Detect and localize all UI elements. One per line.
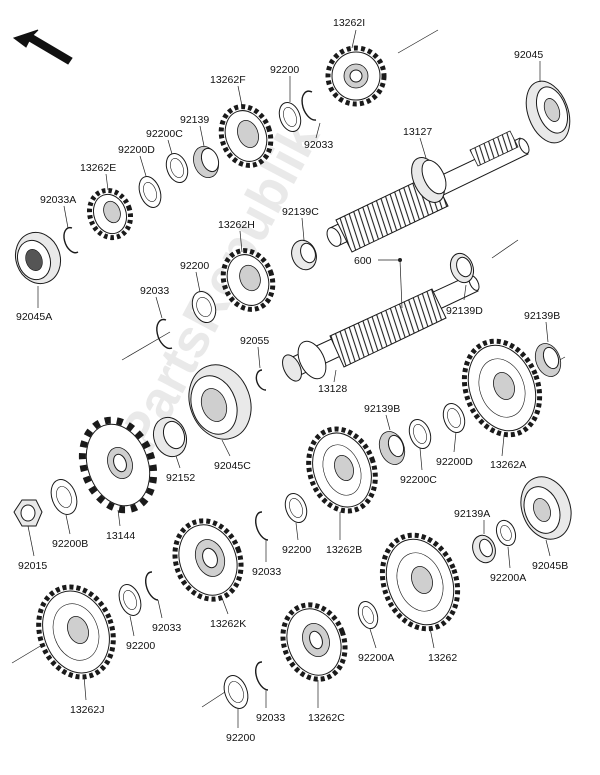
label-92045: 92045 bbox=[514, 49, 543, 61]
bushing-92139A bbox=[472, 534, 496, 564]
bearing-92045A bbox=[14, 231, 62, 285]
label-13262H: 13262H bbox=[218, 219, 255, 231]
bushing-92139C bbox=[291, 239, 317, 271]
gear-13262E bbox=[86, 187, 134, 241]
bearing-92045B bbox=[520, 476, 572, 540]
label-92200D-mid: 92200D bbox=[436, 456, 473, 468]
gear-13262 bbox=[379, 532, 461, 632]
label-92033-top: 92033 bbox=[304, 139, 333, 151]
label-92139D: 92139D bbox=[446, 305, 483, 317]
label-92045C: 92045C bbox=[214, 460, 251, 472]
gear-13262I bbox=[325, 45, 387, 107]
front-direction-arrow-icon bbox=[12, 29, 73, 65]
label-13262F: 13262F bbox=[210, 74, 246, 86]
label-92139C: 92139C bbox=[282, 206, 319, 218]
gear-13262F bbox=[218, 104, 274, 168]
label-92033-bottom: 92033 bbox=[256, 712, 285, 724]
leader-lines bbox=[27, 29, 551, 728]
label-92055: 92055 bbox=[240, 335, 269, 347]
label-92045B: 92045B bbox=[532, 560, 568, 572]
label-13262C: 13262C bbox=[308, 712, 345, 724]
label-92139B-mid: 92139B bbox=[364, 403, 400, 415]
label-13128: 13128 bbox=[318, 383, 347, 395]
label-92200B: 92200B bbox=[52, 538, 88, 550]
output-shaft-13127 bbox=[326, 130, 530, 253]
label-92015: 92015 bbox=[18, 560, 47, 572]
leader-dot-600 bbox=[398, 258, 402, 262]
label-92200-mid: 92200 bbox=[180, 260, 209, 272]
label-13262E: 13262E bbox=[80, 162, 116, 174]
label-13262I: 13262I bbox=[333, 17, 365, 29]
gear-13262A bbox=[461, 338, 543, 438]
gear-13262B bbox=[306, 426, 378, 514]
label-92200A-right: 92200A bbox=[490, 572, 526, 584]
gear-13262K bbox=[172, 518, 244, 602]
needle-bearing-92139B-right bbox=[534, 343, 562, 377]
label-92045A: 92045A bbox=[16, 311, 52, 323]
label-92200-bottom: 92200 bbox=[226, 732, 255, 744]
label-92033-low: 92033 bbox=[152, 622, 181, 634]
gear-13262J bbox=[36, 584, 116, 680]
sprocket-13144 bbox=[78, 416, 158, 514]
label-92200C-top: 92200C bbox=[146, 128, 183, 140]
label-13262B: 13262B bbox=[326, 544, 362, 556]
label-92033-lowmid: 92033 bbox=[252, 566, 281, 578]
label-92200-top: 92200 bbox=[270, 64, 299, 76]
label-92200D-top: 92200D bbox=[118, 144, 155, 156]
collar-92152 bbox=[152, 416, 188, 458]
bushing-92139D bbox=[449, 252, 475, 284]
needle-bearing-92139B-mid bbox=[378, 431, 406, 465]
label-13262K: 13262K bbox=[210, 618, 246, 630]
label-92200-lowmid: 92200 bbox=[282, 544, 311, 556]
gear-13262H bbox=[220, 248, 276, 312]
label-92200-low: 92200 bbox=[126, 640, 155, 652]
input-shaft-13128 bbox=[282, 274, 480, 382]
washers bbox=[50, 101, 517, 709]
bearing-92045C bbox=[188, 364, 252, 440]
label-92139B-right: 92139B bbox=[524, 310, 560, 322]
nut-92015 bbox=[13, 499, 43, 527]
label-600: 600 bbox=[354, 255, 372, 267]
bearing-92045 bbox=[525, 80, 571, 144]
label-13144: 13144 bbox=[106, 530, 135, 542]
label-92200A-low: 92200A bbox=[358, 652, 394, 664]
part-labels: 13262I 92045 92200 13262F 92139 92200C 9… bbox=[16, 17, 568, 744]
needle-bearing-92139 bbox=[193, 146, 220, 178]
label-13262J: 13262J bbox=[70, 704, 104, 716]
label-13262: 13262 bbox=[428, 652, 457, 664]
gear-13262C bbox=[280, 602, 348, 682]
label-92152: 92152 bbox=[166, 472, 195, 484]
label-13262A: 13262A bbox=[490, 459, 526, 471]
label-92033-mid: 92033 bbox=[140, 285, 169, 297]
circlips bbox=[63, 90, 317, 691]
label-92033A: 92033A bbox=[40, 194, 76, 206]
label-92139: 92139 bbox=[180, 114, 209, 126]
label-92200C-mid: 92200C bbox=[400, 474, 437, 486]
label-13127: 13127 bbox=[403, 126, 432, 138]
label-92139A: 92139A bbox=[454, 508, 490, 520]
